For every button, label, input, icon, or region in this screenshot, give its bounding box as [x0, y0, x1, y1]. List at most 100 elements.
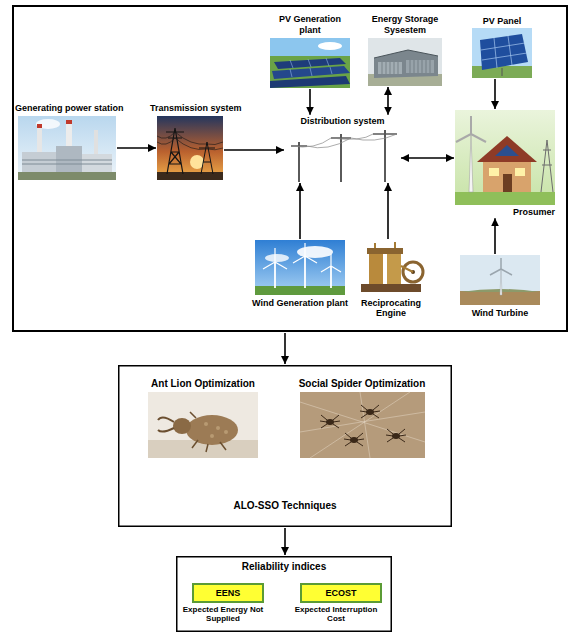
picture-node: Generating power station	[18, 116, 116, 180]
social-spider-picture	[300, 392, 425, 458]
wind-plant-picture	[255, 240, 345, 295]
node-label: Wind Turbine	[455, 308, 545, 318]
node-label: Reciprocating Engine	[352, 298, 430, 319]
node-label: PV Panel	[462, 16, 542, 26]
pv-panel-picture	[472, 28, 532, 78]
ant-lion-picture	[148, 392, 258, 458]
distribution-picture	[285, 128, 400, 182]
picture-node: Ant Lion Optimization	[148, 392, 258, 458]
social-spider-picture	[300, 392, 425, 458]
social-spider-picture	[366, 409, 374, 415]
social-spider-picture	[386, 429, 406, 442]
badge-label: EENS	[192, 588, 264, 598]
prosumer-picture	[455, 192, 555, 205]
social-spider-picture	[392, 433, 400, 439]
prosumer-picture	[541, 140, 553, 192]
storage-picture	[374, 50, 438, 78]
engine-picture	[355, 240, 427, 295]
technique-box: ALO-SSO TechniquesAnt Lion OptimizationS…	[118, 365, 452, 527]
engine-picture	[369, 252, 383, 284]
transmission-picture	[157, 116, 223, 180]
indices-box: Reliability indicesEENSExpected Energy N…	[176, 556, 392, 632]
storage-picture	[382, 60, 430, 74]
pv-plant-picture	[290, 58, 332, 77]
social-spider-picture	[344, 433, 364, 446]
ant-lion-picture	[158, 417, 174, 431]
flow-arrow	[299, 183, 301, 239]
social-spider-picture	[320, 415, 340, 428]
flow-arrow	[387, 183, 389, 239]
power-station-picture	[66, 120, 72, 124]
social-spider-picture	[344, 433, 364, 446]
ant-lion-picture	[204, 422, 208, 426]
node-label: Wind Generation plant	[250, 298, 350, 308]
ant-lion-picture	[210, 434, 214, 438]
ant-lion-picture	[216, 426, 220, 430]
power-station-picture	[22, 152, 56, 172]
pv-plant-picture	[318, 42, 342, 50]
engine-picture	[375, 242, 413, 272]
index-badge: ECOSTExpected Interruption Cost	[300, 583, 382, 603]
picture-node: Wind Generation plant	[255, 240, 345, 295]
node-label: Reliability indices	[176, 561, 392, 573]
pv-plant-picture	[270, 38, 350, 88]
pv-plant-picture	[270, 38, 350, 88]
index-badge: EENSExpected Energy Not Supplied	[192, 583, 264, 603]
distribution-picture	[291, 134, 397, 148]
transmission-picture	[157, 116, 223, 180]
ant-lion-picture	[190, 412, 226, 452]
flow-arrow	[117, 147, 156, 149]
pv-plant-picture	[270, 56, 350, 88]
wind-plant-picture	[263, 243, 341, 272]
ant-lion-picture	[186, 415, 238, 445]
power-station-picture	[18, 116, 116, 180]
transmission-picture	[166, 128, 184, 174]
flow-arrow	[494, 218, 496, 254]
picture-node: Wind Turbine	[460, 255, 540, 305]
pv-panel-picture	[472, 28, 532, 78]
wind-turbine-picture	[490, 258, 512, 275]
pv-panel-picture	[472, 66, 532, 78]
node-label: Expected Interruption Cost	[286, 605, 386, 623]
flow-arrow	[494, 79, 496, 109]
power-station-picture	[18, 116, 116, 180]
power-station-picture	[22, 160, 112, 164]
transmission-picture	[157, 132, 223, 150]
social-spider-picture	[360, 405, 380, 418]
node-label: Energy Storage Sysestem	[363, 14, 447, 35]
power-station-picture	[56, 146, 82, 172]
power-station-picture	[94, 130, 98, 156]
node-label: Generating power station	[15, 103, 150, 113]
ant-lion-picture	[224, 430, 228, 434]
prosumer-picture	[503, 174, 512, 192]
prosumer-picture	[455, 110, 555, 205]
picture-node: PV Generation plant	[270, 38, 350, 88]
storage-picture	[368, 38, 442, 86]
wind-turbine-picture	[460, 255, 540, 305]
transmission-picture	[199, 142, 215, 174]
picture-node: Social Spider Optimization	[300, 392, 425, 458]
wind-turbine-picture	[460, 255, 540, 305]
social-spider-picture	[326, 419, 334, 425]
flow-arrow	[224, 149, 284, 151]
node-label: Prosumer	[455, 207, 555, 217]
flow-arrow	[309, 89, 311, 115]
wind-plant-picture	[255, 240, 345, 295]
flow-arrow	[387, 87, 389, 115]
node-label: Distribution system	[282, 116, 403, 126]
social-spider-picture	[350, 437, 358, 443]
flow-arrow	[401, 157, 454, 159]
power-station-picture	[18, 172, 116, 180]
social-spider-picture	[300, 392, 425, 458]
flow-arrow	[284, 333, 286, 364]
picture-node: Distribution system	[285, 128, 400, 182]
power-station-picture	[36, 119, 60, 129]
power-station-picture	[37, 124, 42, 128]
picture-node: Transmission system	[157, 116, 223, 180]
badge-label: ECOST	[300, 588, 382, 598]
prosumer-picture	[456, 116, 486, 142]
social-spider-picture	[386, 429, 406, 442]
prosumer-picture	[515, 168, 525, 176]
distribution-picture	[285, 128, 400, 182]
